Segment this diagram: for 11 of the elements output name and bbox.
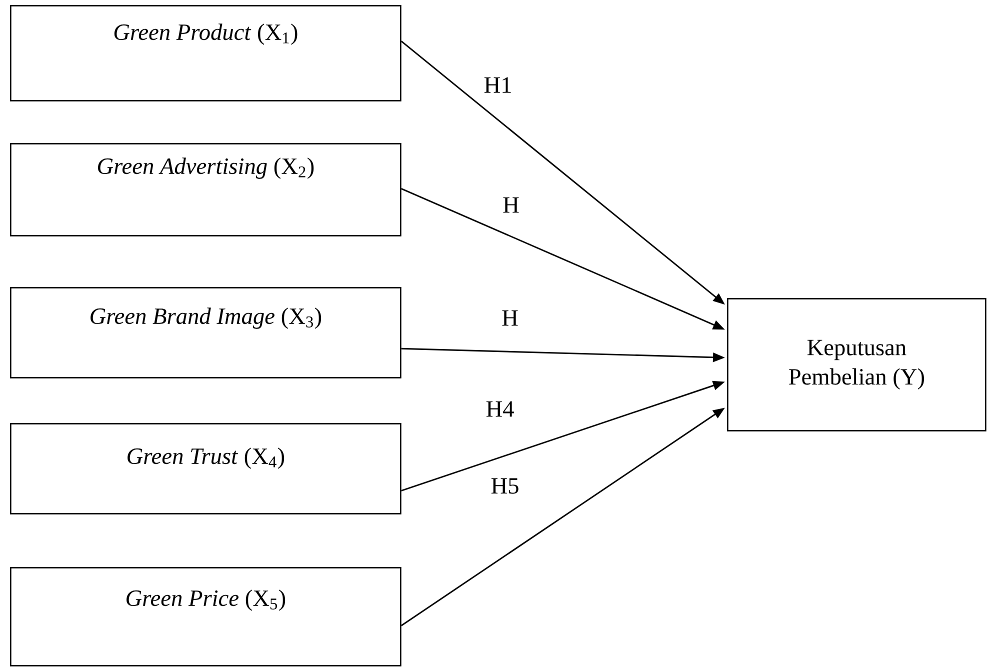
edge-label: H5 [491,478,518,494]
edge-label: H [503,197,519,213]
variable-box: Green Product (X$_{1}$) [10,5,402,102]
edge-label: H4 [486,401,514,417]
variable-box: Green Advertising (X$_{2}$) [10,143,402,236]
variable-box: Green Trust (X$_{4}$) [10,423,402,514]
variable-box: Green Brand Image (X$_{3}$) [10,287,402,378]
edge-label: H [502,310,518,326]
edge-label: H1 [484,77,511,93]
variable-box: Green Price (X$_{5}$) [10,566,402,666]
variable-box: Keputusan Pembelian (Y) [727,298,986,432]
